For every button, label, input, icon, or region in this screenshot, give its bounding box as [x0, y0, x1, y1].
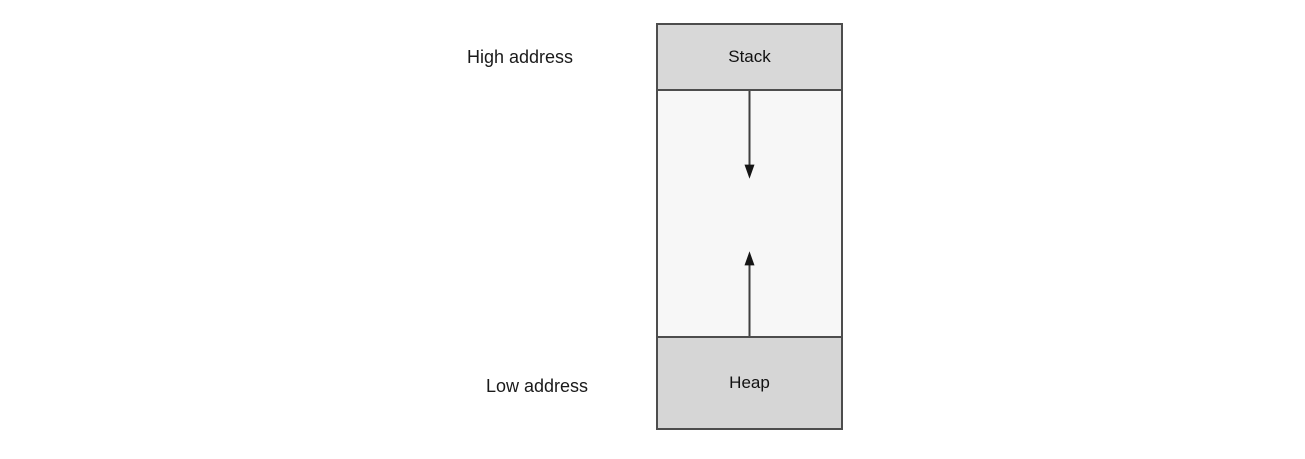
heap-region-label: Heap [729, 373, 770, 392]
growth-arrows [744, 91, 755, 336]
heap-region: Heap [658, 336, 841, 428]
arrow-down-icon [744, 91, 755, 179]
free-memory-region [658, 91, 841, 336]
stack-region-label: Stack [728, 47, 771, 66]
stack-region: Stack [658, 25, 841, 91]
low-address-label: Low address [486, 376, 589, 396]
arrow-up-icon [744, 251, 755, 336]
high-address-label: High address [467, 47, 574, 67]
memory-box: Stack Heap [656, 23, 843, 430]
